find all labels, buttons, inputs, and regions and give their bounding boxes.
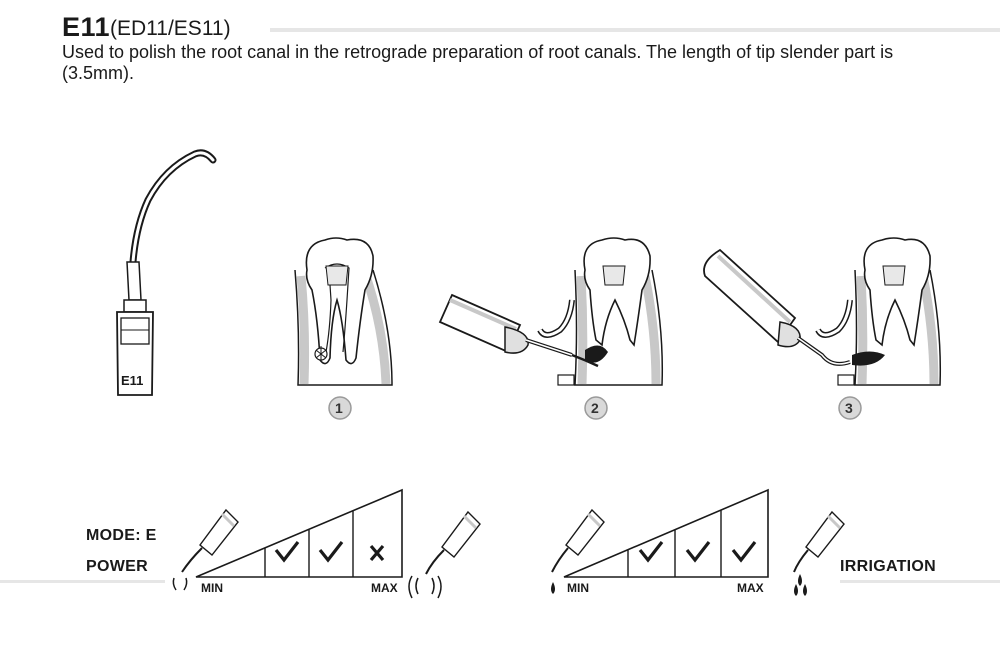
- footer-divider-right: [840, 580, 1000, 583]
- step-2-badge: 2: [591, 400, 599, 416]
- step-2-diagram: [438, 237, 664, 386]
- irrigation-label: IRRIGATION: [840, 558, 937, 575]
- step-3-diagram: [703, 237, 942, 386]
- product-code: E11: [62, 12, 111, 42]
- product-aliases: (ED11/ES11): [110, 17, 231, 40]
- power-scale: [195, 488, 403, 578]
- power-min-handpiece: [172, 508, 239, 591]
- product-description: Used to polish the root canal in the ret…: [62, 42, 894, 83]
- tip-label: E11: [121, 373, 144, 388]
- step-1-diagram: [294, 237, 393, 386]
- mode-label: MODE: E: [86, 527, 157, 544]
- power-max-handpiece: [408, 510, 481, 599]
- step-1-badge: 1: [335, 400, 343, 416]
- irrigation-scale: [563, 488, 769, 578]
- irrigation-min-label: MIN: [567, 581, 589, 595]
- irrigation-max-handpiece: [793, 510, 845, 596]
- power-min-label: MIN: [201, 581, 223, 595]
- power-max-label: MAX: [371, 581, 398, 595]
- footer-divider-left: [0, 580, 165, 583]
- header-divider: [270, 28, 1000, 32]
- step-3-badge: 3: [845, 400, 853, 416]
- irrigation-max-label: MAX: [737, 581, 764, 595]
- power-label: POWER: [86, 558, 148, 575]
